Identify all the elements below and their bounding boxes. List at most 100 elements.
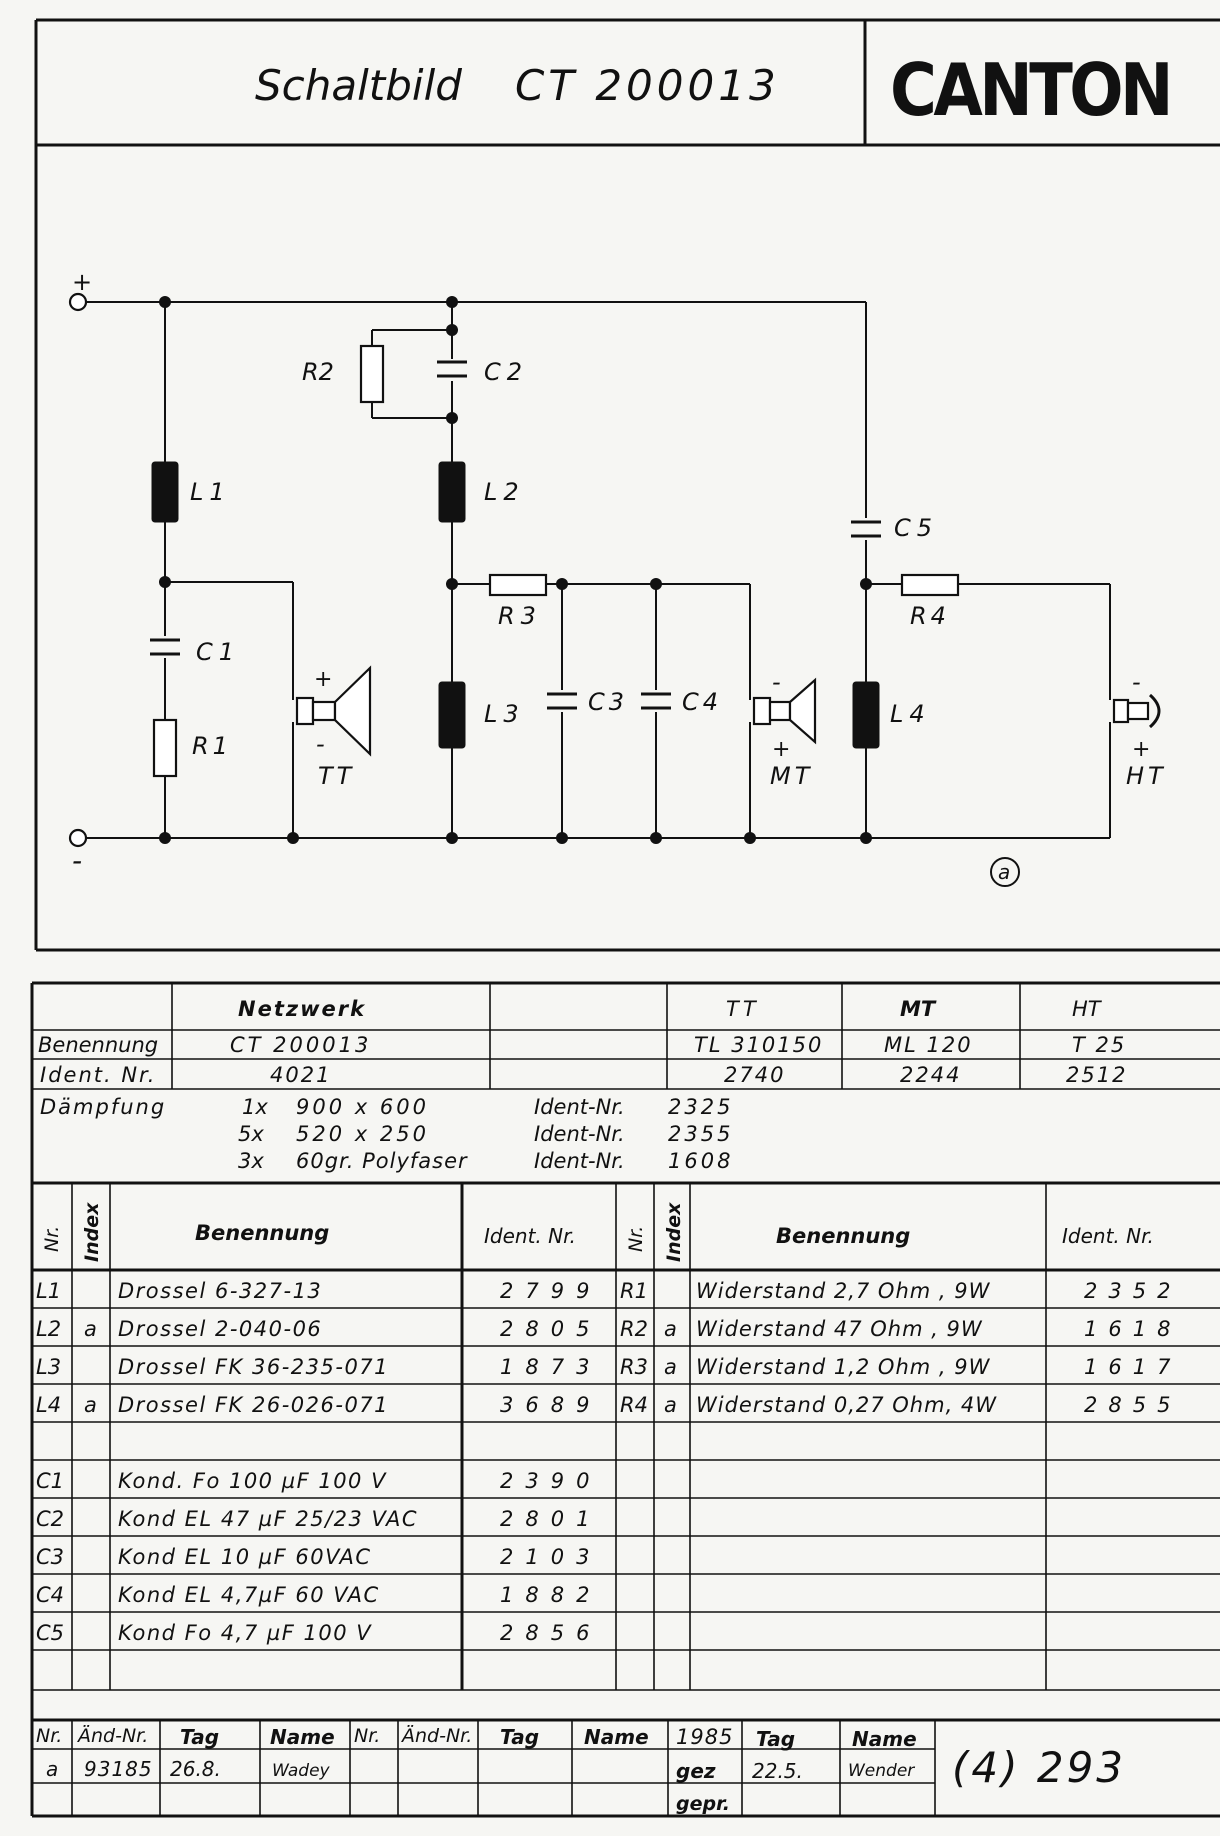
part-index: a <box>84 1317 97 1341</box>
part-nr: R1 <box>620 1279 648 1303</box>
tb-gez-name-signature: Wender <box>848 1761 915 1781</box>
capacitor-c2 <box>437 359 467 381</box>
part-index: a <box>664 1393 677 1417</box>
summary-cell: 4021 <box>270 1063 331 1087</box>
ht-polarity-top: - <box>1132 668 1141 696</box>
damping-ident-label: Ident-Nr. <box>534 1122 625 1146</box>
plus-terminal-label: + <box>72 268 92 296</box>
part-index: a <box>84 1393 97 1417</box>
damping-qty: 1x <box>242 1095 268 1119</box>
part-index: a <box>664 1355 677 1379</box>
part-ident: 1617 <box>1084 1355 1181 1379</box>
speaker-mt-icon <box>752 677 817 745</box>
title-block-headers: Nr. Änd-Nr. Tag Name Nr. Änd-Nr. Tag Nam… <box>36 1724 649 1749</box>
summary-cell: T 25 <box>1072 1033 1126 1057</box>
resistor-r4 <box>900 573 960 597</box>
parts-header-index-right: Index <box>663 1202 685 1262</box>
label-tt: TT <box>318 762 355 790</box>
part-name: Widerstand 2,7 Ohm , 9W <box>696 1279 991 1303</box>
schematic-title: Schaltbild <box>255 61 462 110</box>
damping-desc: 520 x 250 <box>296 1122 429 1146</box>
damping-ident: 1608 <box>668 1149 733 1173</box>
label-c3: C3 <box>588 688 628 716</box>
label-l4: L4 <box>890 700 931 728</box>
component-labels: R2 C2 L1 L2 C5 R3 R4 C1 C3 C4 L3 L4 R1 T… <box>190 358 1163 790</box>
part-nr: C2 <box>36 1507 64 1531</box>
mt-polarity-top: - <box>772 668 781 696</box>
tb-gez-tag: 22.5. <box>752 1759 803 1783</box>
revision-marker-circle <box>990 857 1020 887</box>
summary-cell: 2244 <box>900 1063 961 1087</box>
part-index: a <box>664 1317 677 1341</box>
part-ident: 1882 <box>500 1583 601 1607</box>
part-name: Drossel FK 26-026-071 <box>118 1393 389 1417</box>
tb-rev-tag: 26.8. <box>170 1757 221 1781</box>
summary-cell: TL 310150 <box>694 1033 823 1057</box>
part-nr: L4 <box>36 1393 61 1417</box>
label-r3: R3 <box>498 602 542 630</box>
summary-row-benennung-label: Benennung <box>38 1033 158 1057</box>
ht-polarity-bottom: + <box>1132 737 1150 762</box>
part-ident: 2805 <box>500 1317 601 1341</box>
tb-header-aend-nr: Änd-Nr. <box>76 1724 148 1747</box>
part-name: Kond EL 47 µF 25/23 VAC <box>118 1507 418 1531</box>
tb-name-label: Name <box>852 1727 917 1751</box>
part-ident: 2801 <box>500 1507 601 1531</box>
part-name: Widerstand 47 Ohm , 9W <box>696 1317 983 1341</box>
summary-cell: 2512 <box>1066 1063 1127 1087</box>
tt-polarity-top: + <box>314 667 332 692</box>
model-number: CT 200013 <box>515 61 780 110</box>
resistor-r3 <box>488 573 548 597</box>
part-nr: C5 <box>36 1621 64 1645</box>
label-c2: C2 <box>484 358 528 386</box>
tb-header-aend-nr-2: Änd-Nr. <box>400 1724 472 1747</box>
part-ident: 3689 <box>500 1393 601 1417</box>
capacitor-c5 <box>851 518 881 540</box>
part-name: Kond EL 4,7µF 60 VAC <box>118 1583 380 1607</box>
capacitor-c3 <box>547 690 577 712</box>
part-nr: R2 <box>620 1317 648 1341</box>
tb-gepr-label: gepr. <box>676 1793 730 1815</box>
tb-rev-name-signature: Wadey <box>272 1761 331 1781</box>
tb-header-tag: Tag <box>180 1725 219 1749</box>
label-c5: C5 <box>894 514 938 542</box>
part-nr: L2 <box>36 1317 61 1341</box>
part-ident: 2352 <box>1084 1279 1181 1303</box>
inductor-l2 <box>438 461 466 523</box>
part-ident: 2855 <box>1084 1393 1181 1417</box>
parts-header-nr: Nr. <box>41 1226 63 1252</box>
damping-desc: 60gr. Polyfaser <box>296 1149 468 1173</box>
summary-header-tt: TT <box>726 997 760 1021</box>
part-nr: C3 <box>36 1545 64 1569</box>
wiring <box>86 301 1111 839</box>
part-name: Kond. Fo 100 µF 100 V <box>118 1469 387 1493</box>
revision-marker: a <box>998 860 1010 884</box>
part-name: Drossel FK 36-235-071 <box>118 1355 389 1379</box>
tb-header-name-2: Name <box>584 1725 649 1749</box>
tb-header-nr-2: Nr. <box>354 1725 380 1747</box>
part-ident: 1618 <box>1084 1317 1181 1341</box>
damping-list: 1x 900 x 600 Ident-Nr. 2325 5x 520 x 250… <box>238 1095 733 1173</box>
part-name: Kond EL 10 µF 60VAC <box>118 1545 372 1569</box>
parts-table-grid <box>32 1181 1220 1722</box>
parts-header-name-right: Benennung <box>776 1224 910 1248</box>
summary-header-ht: HT <box>1072 997 1103 1021</box>
inductor-l4 <box>852 681 880 749</box>
part-name: Widerstand 1,2 Ohm , 9W <box>696 1355 991 1379</box>
parts-header-ident: Ident. Nr. <box>484 1224 576 1248</box>
speaker-tt-icon <box>295 665 372 757</box>
summary-cell: 2740 <box>724 1063 785 1087</box>
part-nr: R4 <box>620 1393 648 1417</box>
inductor-l1 <box>151 461 179 523</box>
summary-header-mt: MT <box>900 997 937 1021</box>
damping-label: Dämpfung <box>40 1095 166 1119</box>
part-name: Drossel 2-040-06 <box>118 1317 322 1341</box>
parts-header-ident-right: Ident. Nr. <box>1062 1224 1154 1248</box>
tb-header-nr: Nr. <box>36 1725 62 1747</box>
part-ident: 1873 <box>500 1355 601 1379</box>
damping-ident: 2355 <box>668 1122 733 1146</box>
part-nr: L3 <box>36 1355 61 1379</box>
parts-table-headers: Nr. Index Benennung Ident. Nr. Nr. Index… <box>41 1202 1154 1262</box>
